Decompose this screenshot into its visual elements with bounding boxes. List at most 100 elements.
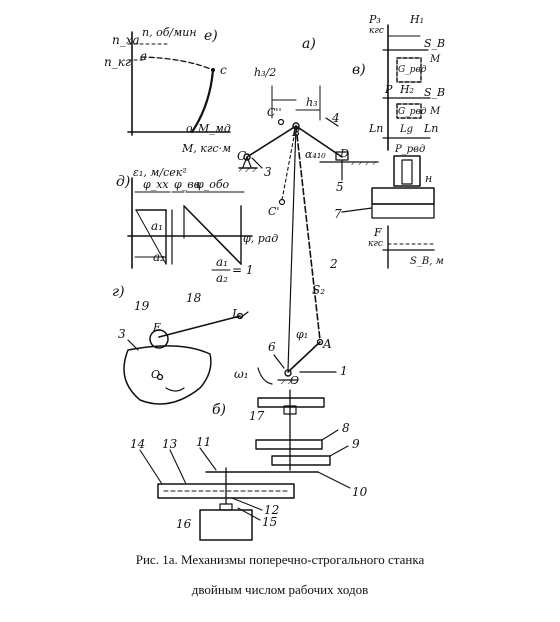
label-a: A bbox=[322, 337, 332, 351]
label-cam-o: O bbox=[151, 368, 160, 381]
characteristic-ac bbox=[140, 56, 214, 71]
label-18: 18 bbox=[186, 291, 202, 305]
ram-inner bbox=[401, 159, 413, 185]
label-p: P bbox=[384, 83, 393, 96]
label-l: L bbox=[231, 307, 240, 321]
label-pt-c: c bbox=[220, 63, 227, 77]
point-c-prime bbox=[278, 198, 286, 206]
panel-letter-d: д) bbox=[116, 174, 130, 190]
ground-l bbox=[239, 311, 249, 319]
leader-10 bbox=[317, 471, 351, 489]
label-n-axis: n, об/мин bbox=[142, 26, 197, 39]
label-6: 6 bbox=[268, 340, 276, 354]
label-11: 11 bbox=[196, 435, 211, 449]
label-cam-3: 3 bbox=[118, 327, 126, 341]
label-c-prime: C' bbox=[268, 205, 279, 218]
gear-hub-17 bbox=[283, 405, 297, 415]
panel-a-lever-mechanism: а) h₃/2 h₃ C'' B 4 C 3 α₄₁₀ D 5 bbox=[234, 36, 379, 387]
label-2: 2 bbox=[329, 257, 338, 271]
label-accel-axis: ε₁, м/сек² bbox=[133, 166, 187, 179]
label-7: 7 bbox=[334, 207, 342, 221]
panel-letter-b: б) bbox=[212, 402, 226, 418]
leader-4 bbox=[325, 117, 339, 127]
accel-ramp bbox=[183, 205, 242, 265]
ram-bed bbox=[371, 203, 435, 219]
label-m-top: M bbox=[429, 54, 441, 65]
panel-v-forces: P₃ кгс H₁ S_B M G_рвд P H₂ S_B G_рвд M L… bbox=[334, 13, 445, 269]
label-p-pvd: P_рвд bbox=[394, 144, 425, 155]
ram-base bbox=[371, 187, 435, 205]
joint-c bbox=[243, 153, 251, 161]
label-m-md: M_мд bbox=[197, 122, 231, 135]
leader-7 bbox=[341, 207, 373, 213]
label-phi-x: φ_хх bbox=[143, 178, 169, 191]
leader-13 bbox=[169, 449, 187, 485]
label-h1: H₁ bbox=[409, 13, 424, 26]
label-9: 9 bbox=[352, 437, 360, 451]
panel-letter-g: г) bbox=[112, 284, 125, 300]
panel-g-cam: г) 19 18 L E O 3 bbox=[112, 284, 249, 405]
accel-diag-1 bbox=[135, 209, 167, 265]
gear-17 bbox=[257, 397, 325, 408]
leader-9 bbox=[329, 445, 349, 457]
label-f-units: кгс bbox=[368, 239, 383, 249]
label-phi-r: φ_обо bbox=[196, 178, 230, 191]
h1-block bbox=[396, 57, 422, 83]
leader-6 bbox=[273, 354, 285, 369]
label-14: 14 bbox=[130, 437, 145, 451]
label-1: 1 bbox=[340, 364, 348, 378]
leader-cam-3 bbox=[127, 339, 139, 351]
label-m-mid: M bbox=[429, 106, 441, 117]
omega-arrow bbox=[257, 367, 273, 385]
panel-b-gearbox: б) 17 8 9 11 10 14 13 12 16 15 bbox=[130, 389, 368, 541]
label-omega: ω₁ bbox=[234, 367, 249, 381]
characteristic-cm bbox=[190, 68, 215, 134]
coupler-2 bbox=[295, 125, 321, 341]
label-s2: S₂ bbox=[312, 283, 325, 297]
panel-letter-a: а) bbox=[302, 36, 316, 52]
label-origin-e: o bbox=[186, 122, 193, 135]
joint-o bbox=[284, 369, 292, 377]
link-4-left bbox=[246, 125, 297, 158]
label-g-top: G_рвд bbox=[398, 65, 427, 75]
caption-line-1: Рис. 1а. Механизмы поперечно-строгальног… bbox=[135, 552, 425, 567]
label-5: 5 bbox=[336, 180, 344, 194]
label-3: 3 bbox=[264, 165, 272, 179]
label-sb-mid: S_B bbox=[424, 86, 445, 99]
roller-19 bbox=[149, 329, 169, 349]
link-4-right bbox=[295, 125, 343, 158]
label-h3: h₃ bbox=[306, 96, 318, 109]
label-pt-a: a bbox=[140, 49, 147, 63]
label-8: 8 bbox=[342, 421, 350, 435]
label-c-dd: C'' bbox=[267, 106, 281, 119]
label-g-mid: G_рвд bbox=[398, 107, 427, 117]
label-15: 15 bbox=[262, 515, 277, 529]
panel-e-speed-torque: n_ха n, об/мин n_кг a c o M_мд M, кгс·м … bbox=[104, 26, 231, 155]
point-c bbox=[211, 68, 215, 72]
caption-line-2: двойным числом рабочих ходов bbox=[191, 582, 369, 597]
ram-upper bbox=[393, 155, 421, 187]
leader-14 bbox=[139, 449, 163, 485]
label-a2: a₂ bbox=[153, 250, 165, 264]
label-c: C bbox=[237, 149, 246, 163]
rocker-line bbox=[287, 125, 297, 371]
leader-11 bbox=[199, 447, 217, 471]
label-ratio-bot: a₂ bbox=[216, 271, 228, 285]
label-10: 10 bbox=[352, 485, 368, 499]
label-19: 19 bbox=[134, 299, 150, 313]
cam-rotation-arrow bbox=[165, 387, 185, 392]
label-sb-top: S_B bbox=[424, 37, 445, 50]
crank-oa bbox=[287, 341, 321, 373]
label-f: F bbox=[373, 226, 382, 239]
swing-c-prime bbox=[281, 125, 297, 201]
gear-8 bbox=[255, 439, 323, 450]
label-h2: H₂ bbox=[399, 83, 414, 96]
label-ln-right: Lп bbox=[423, 122, 438, 135]
label-p3-units: кгс bbox=[369, 26, 384, 36]
support-c-r bbox=[246, 156, 252, 168]
label-ln-left: Lп bbox=[368, 122, 383, 135]
guide-d-hatch bbox=[350, 162, 378, 165]
point-c-dd bbox=[277, 118, 285, 126]
label-m-units: M, кгс·м bbox=[181, 142, 231, 155]
